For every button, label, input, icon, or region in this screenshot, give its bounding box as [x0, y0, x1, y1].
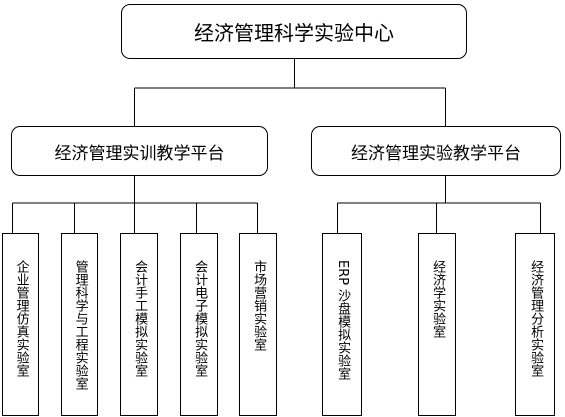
lab-node: 企业管理仿真实验室	[2, 233, 39, 416]
lab-label: 会计电子模拟实验室	[192, 260, 208, 377]
lab-label: 经济学实验室	[430, 260, 446, 338]
lab-label: ERP 沙盘模拟实验室	[335, 260, 351, 381]
lab-node: 市场营销实验室	[239, 233, 277, 416]
lab-node: 经济学实验室	[418, 233, 456, 416]
right-platform-label: 经济管理实验教学平台	[351, 143, 521, 164]
left-platform-node: 经济管理实训教学平台	[11, 126, 268, 176]
lab-node: ERP 沙盘模拟实验室	[322, 233, 362, 416]
lab-node: 会计手工模拟实验室	[120, 233, 158, 416]
lab-label: 企业管理仿真实验室	[13, 260, 29, 377]
right-platform-node: 经济管理实验教学平台	[311, 126, 561, 176]
lab-node: 经济管理分析实验室	[515, 233, 555, 416]
lab-label: 管理科学与工程实验室	[72, 260, 88, 390]
lab-label: 会计手工模拟实验室	[132, 260, 148, 377]
lab-node: 会计电子模拟实验室	[180, 233, 218, 416]
lab-label: 经济管理分析实验室	[528, 260, 544, 377]
root-node: 经济管理科学实验中心	[121, 4, 467, 59]
left-platform-label: 经济管理实训教学平台	[54, 143, 225, 164]
lab-node: 管理科学与工程实验室	[61, 233, 98, 416]
lab-label: 市场营销实验室	[251, 260, 267, 351]
root-label: 经济管理科学实验中心	[194, 21, 394, 45]
